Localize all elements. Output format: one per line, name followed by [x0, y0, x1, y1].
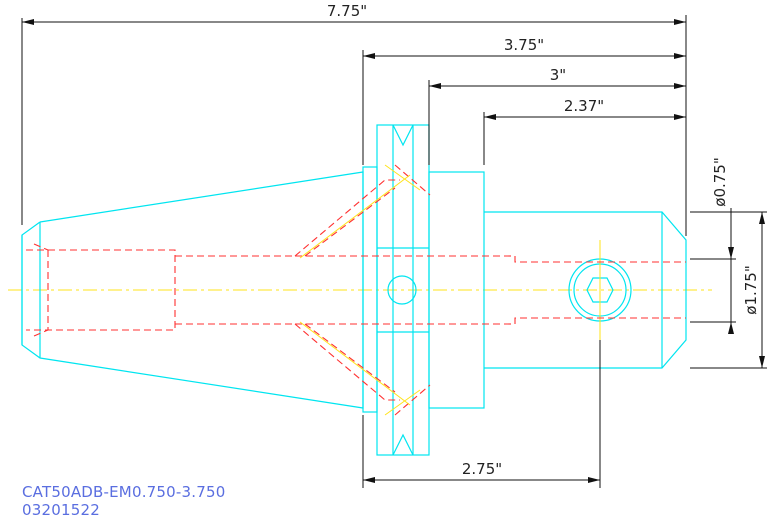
- dimension-lines: [22, 19, 765, 483]
- set-screw: [568, 240, 632, 340]
- extension-lines: [21, 15, 767, 488]
- shank-outline: [484, 211, 687, 369]
- part-number: CAT50ADB-EM0.750-3.750: [22, 483, 226, 501]
- dim-body-length: 3": [550, 66, 566, 84]
- hidden-lines: [26, 164, 686, 416]
- dim-shank-diameter: ø1.75": [742, 265, 760, 314]
- body-outline: [428, 171, 485, 409]
- dim-overall-length: 7.75": [327, 2, 367, 20]
- dim-flange-to-end: 3.75": [504, 36, 544, 54]
- flange-construction: [299, 164, 421, 416]
- drive-key-hole: [387, 275, 417, 305]
- dim-shank-length: 2.37": [564, 97, 604, 115]
- dim-bore-diameter: ø0.75": [711, 157, 729, 206]
- dim-screw-position: 2.75": [462, 460, 502, 478]
- drawing-number: 03201522: [22, 501, 100, 519]
